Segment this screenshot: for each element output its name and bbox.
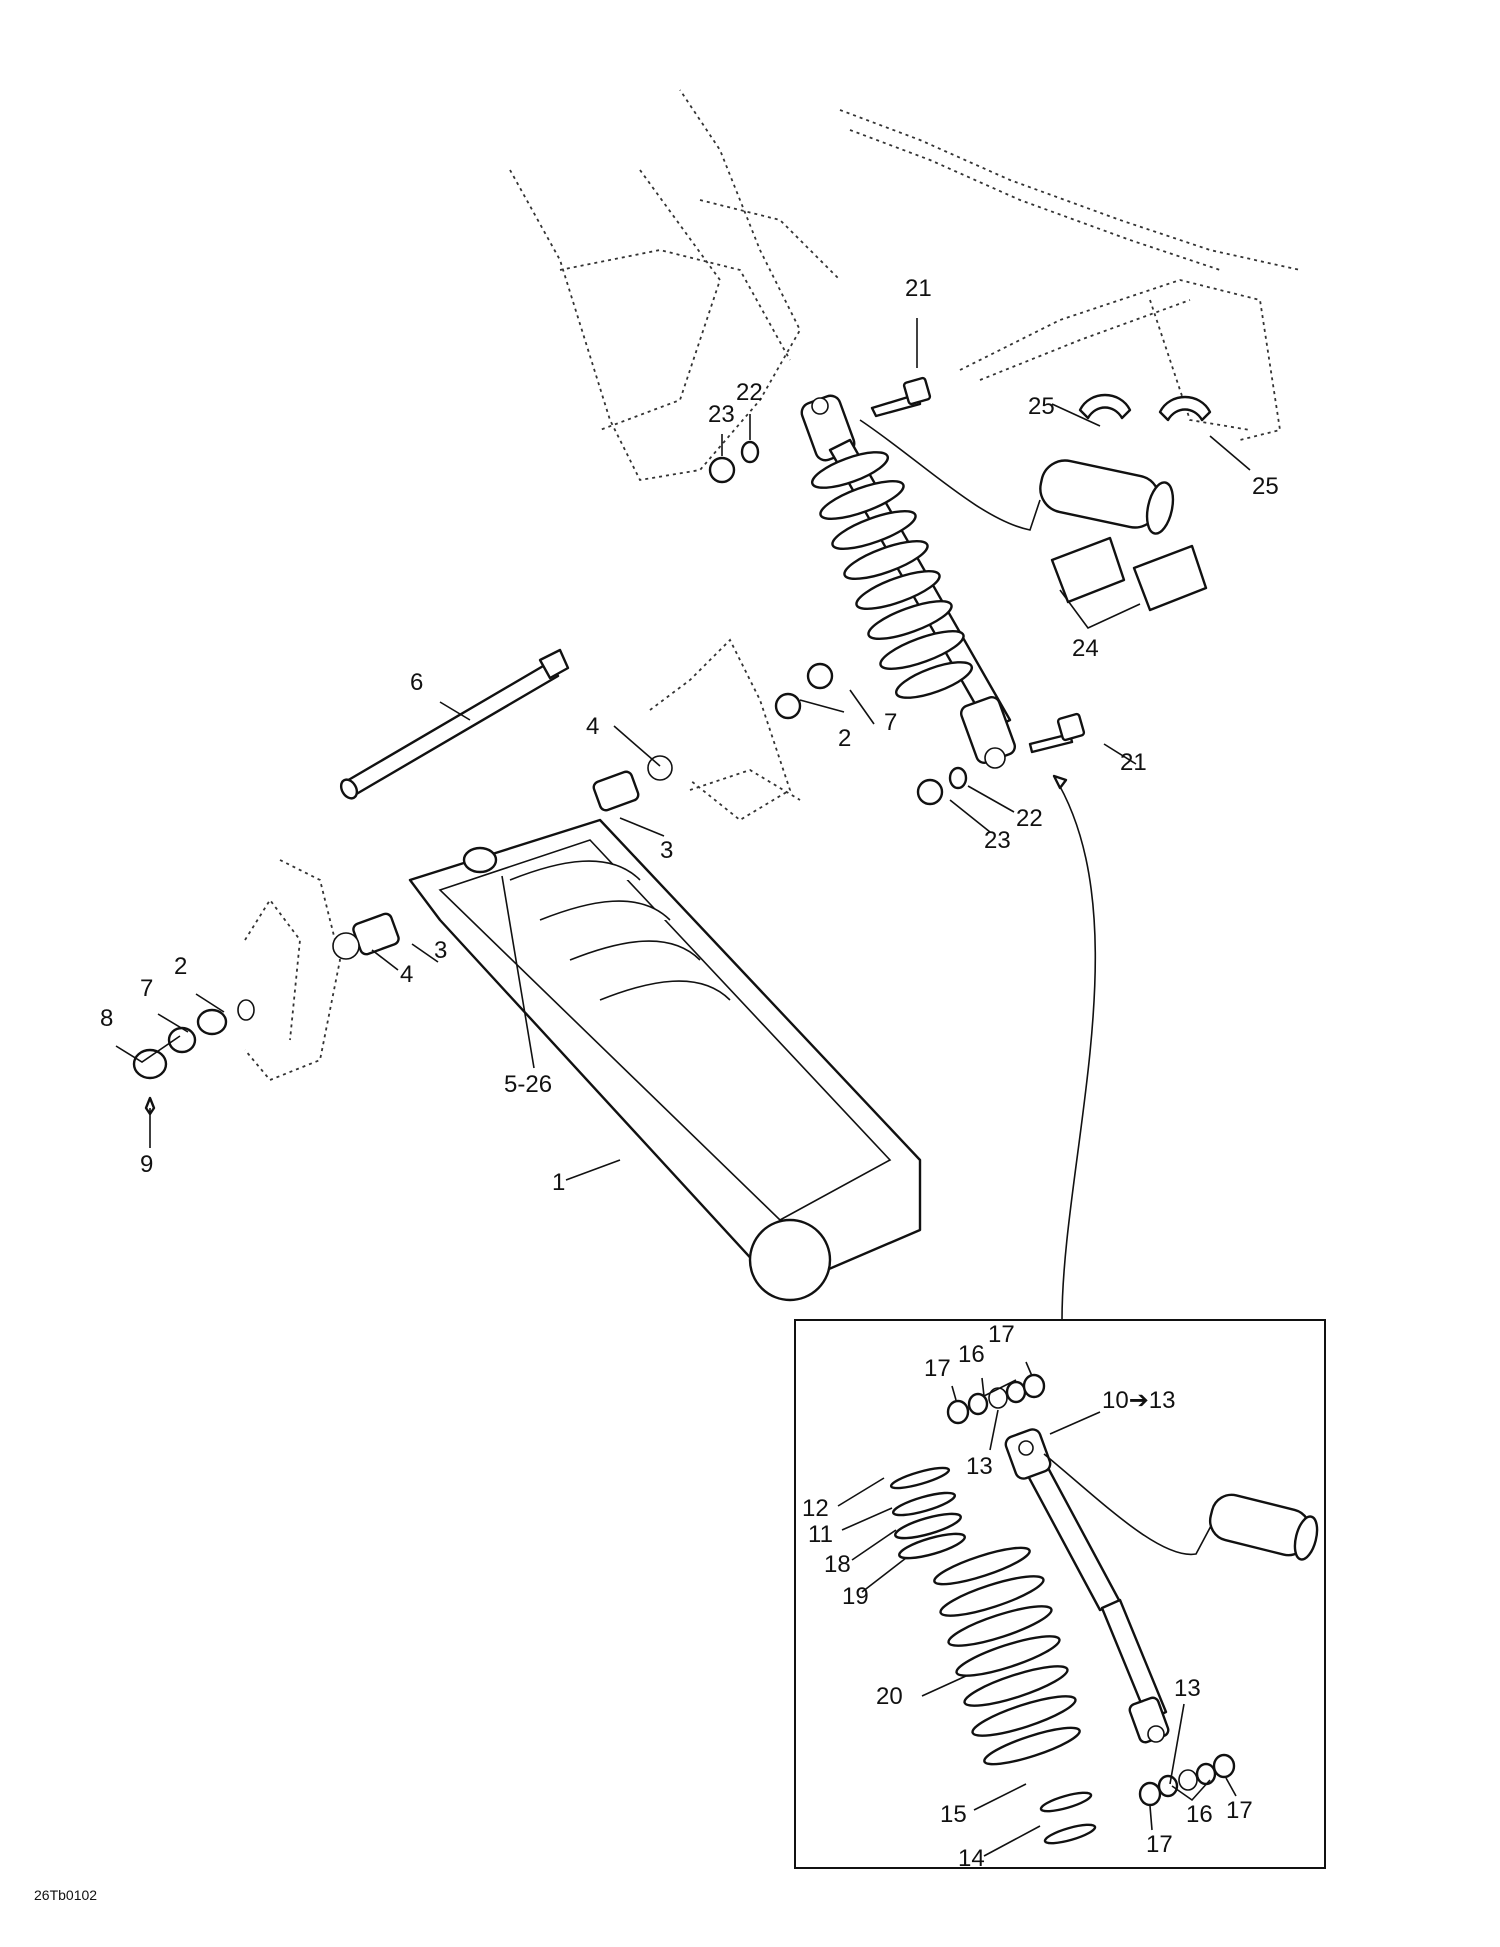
callout-12: 12 <box>802 1495 829 1522</box>
callout-17-inset-bottom: 17 <box>1146 1831 1173 1858</box>
callout-7-right: 7 <box>884 709 897 736</box>
callout-17-inset-top: 17 <box>988 1321 1015 1348</box>
callout-13-inset-bottom: 13 <box>1174 1675 1201 1702</box>
callout-23-top: 23 <box>708 401 735 428</box>
callout-21-top: 21 <box>905 275 932 302</box>
callout-3-right: 3 <box>660 837 673 864</box>
callout-16-inset-top: 16 <box>958 1341 985 1368</box>
swing-arm <box>408 818 922 1302</box>
callout-22-lower: 22 <box>1016 805 1043 832</box>
callout-15: 15 <box>940 1801 967 1828</box>
callout-11: 11 <box>808 1521 833 1548</box>
callout-7-left: 7 <box>140 975 153 1002</box>
callout-6: 6 <box>410 669 423 696</box>
callout-2-left: 2 <box>174 953 187 980</box>
frame-dotted-outline <box>244 89 1301 1082</box>
callout-17-inset-right: 17 <box>1226 1797 1253 1824</box>
callout-4-left: 4 <box>400 961 413 988</box>
callout-5-26: 5-26 <box>504 1071 552 1098</box>
callout-23-lower: 23 <box>984 827 1011 854</box>
inset-frame <box>794 1319 1326 1869</box>
callout-3-left: 3 <box>434 937 447 964</box>
callout-21-lower: 21 <box>1120 749 1147 776</box>
callout-19: 19 <box>842 1583 869 1610</box>
callout-4-right: 4 <box>586 713 599 740</box>
pivot-shaft <box>339 648 570 800</box>
callout-25-right: 25 <box>1252 473 1279 500</box>
diagram-code: 26Tb0102 <box>34 1887 97 1903</box>
callout-17-inset-left: 17 <box>924 1355 951 1382</box>
callout-13-inset-top: 13 <box>966 1453 993 1480</box>
callout-8: 8 <box>100 1005 113 1032</box>
hardware-items <box>132 376 1212 1116</box>
callout-2-right: 2 <box>838 725 851 752</box>
callout-22-top: 22 <box>736 379 763 406</box>
callout-1: 1 <box>552 1169 565 1196</box>
callout-14: 14 <box>958 1845 985 1872</box>
inset-shock-exploded: 17 16 17 13 10➔13 12 11 18 19 20 13 17 1… <box>794 1319 1326 1872</box>
callout-18: 18 <box>824 1551 851 1578</box>
callout-16-inset-bottom: 16 <box>1186 1801 1213 1828</box>
callout-25-top: 25 <box>1028 393 1055 420</box>
shock-absorber <box>800 394 1175 769</box>
main-leader-lines <box>115 318 1251 1321</box>
callout-10-13: 10➔13 <box>1102 1387 1176 1414</box>
callout-20: 20 <box>876 1683 903 1710</box>
main-callouts: 21 22 23 25 25 24 6 7 2 4 3 21 22 23 3 4… <box>100 275 1279 1196</box>
callout-9: 9 <box>140 1151 153 1178</box>
callout-24: 24 <box>1072 635 1099 662</box>
